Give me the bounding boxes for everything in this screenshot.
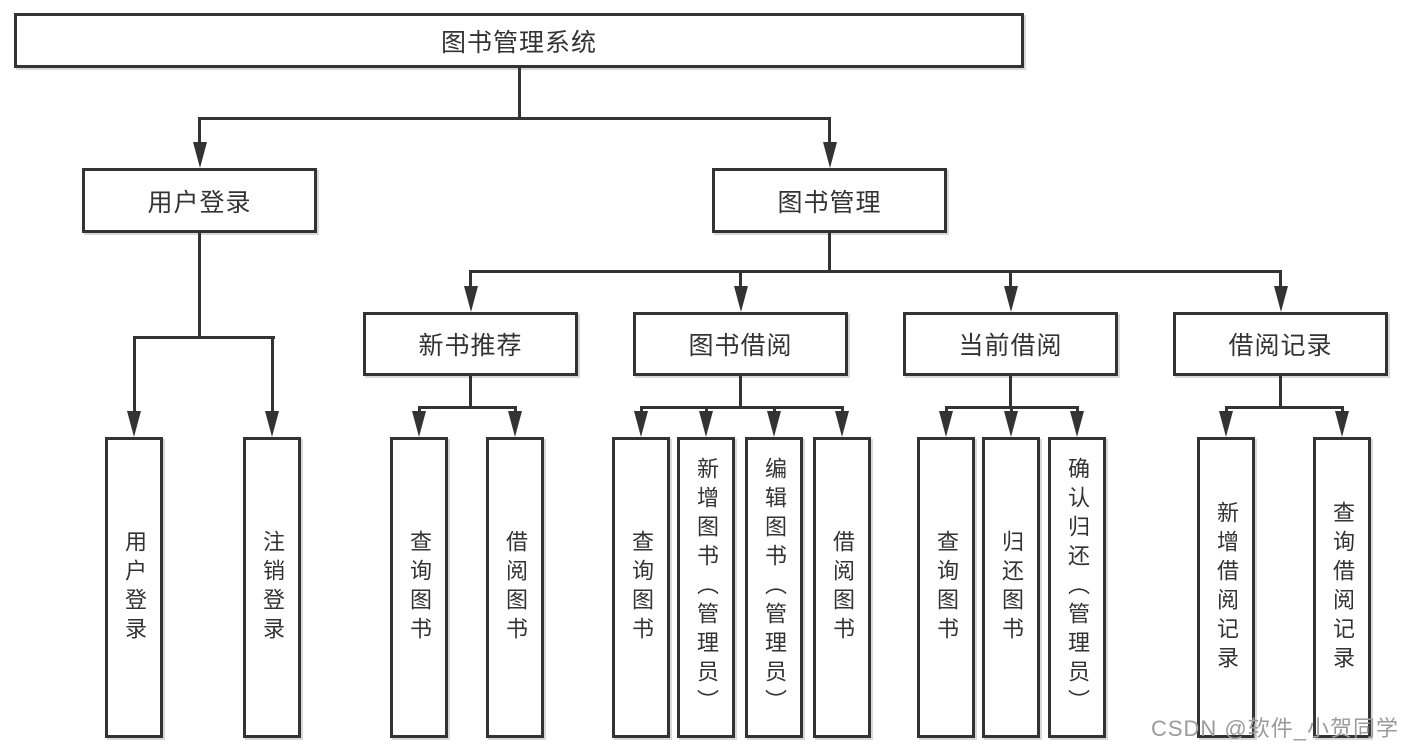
leaf-query-borrow-record: 查询借阅记录 (1313, 437, 1371, 738)
arrow-down-icon (939, 411, 953, 437)
leaf-confirm-return-admin: 确认归还（管理员） (1048, 437, 1106, 738)
connector-drop (840, 405, 844, 414)
leaf-query-borrow-record-label: 查询借阅记录 (1330, 500, 1355, 675)
connector-drop (1340, 405, 1344, 414)
arrow-down-icon (463, 286, 478, 312)
connector-userlogin-stem (198, 233, 201, 338)
arrow-down-icon (1335, 411, 1349, 437)
connector-bookmgmt-drop (828, 116, 831, 146)
node-root: 图书管理系统 (14, 13, 1024, 68)
connector-newbooks-stem (469, 376, 472, 407)
connector-leaf-logout-drop (270, 336, 274, 412)
arrow-down-icon (699, 411, 713, 437)
arrow-down-icon (1004, 411, 1018, 437)
connector-userlogin-branch (132, 336, 275, 339)
arrow-down-icon (1219, 411, 1233, 437)
connector-newbooks-drop (469, 270, 472, 288)
connector-borrowrecords-stem (1279, 376, 1282, 407)
leaf-edit-book-admin-label: 编辑图书（管理员） (762, 457, 787, 718)
connector-newbooks-branch (417, 405, 517, 409)
leaf-borrow-books-borrowing: 借阅图书 (813, 437, 871, 738)
node-current-borrowing: 当前借阅 (903, 312, 1118, 376)
connector-bookborrow-branch (639, 405, 844, 409)
connector-userlogin-drop (198, 116, 201, 146)
leaf-user-login-label: 用户登录 (122, 529, 147, 646)
arrow-down-icon (1070, 411, 1084, 437)
connector-borrowrecords-drop (1279, 270, 1282, 288)
leaf-query-books-borrowing: 查询图书 (612, 437, 670, 738)
leaf-edit-book-admin: 编辑图书（管理员） (745, 437, 803, 738)
connector-drop (417, 405, 421, 414)
connector-bookmgmt-branch (469, 270, 1282, 273)
arrow-down-icon (412, 411, 426, 437)
leaf-return-book-label: 归还图书 (999, 529, 1024, 646)
connector-drop (704, 405, 708, 414)
connector-root-stem (517, 68, 521, 118)
leaf-query-books-newbooks: 查询图书 (390, 437, 448, 738)
arrow-down-icon (508, 411, 522, 437)
arrow-down-icon (835, 411, 849, 437)
node-borrowing-records: 借阅记录 (1173, 312, 1388, 376)
node-user-login-label: 用户登录 (147, 188, 252, 217)
connector-drop (639, 405, 643, 414)
connector-root-branch (198, 116, 831, 120)
node-book-borrowing: 图书借阅 (633, 312, 848, 376)
arrow-down-icon (127, 411, 141, 437)
arrow-down-icon (265, 411, 279, 437)
connector-drop (1009, 405, 1013, 414)
node-borrowing-records-label: 借阅记录 (1228, 332, 1333, 360)
leaf-borrow-books-newbooks: 借阅图书 (486, 437, 544, 738)
csdn-watermark: CSDN @软件_小贺同学 (1150, 716, 1399, 741)
leaf-add-book-admin-label: 新增图书（管理员） (694, 457, 719, 718)
node-book-management-label: 图书管理 (777, 188, 882, 217)
arrow-down-icon (733, 286, 748, 312)
leaf-add-borrow-record: 新增借阅记录 (1197, 437, 1255, 738)
leaf-logout-label: 注销登录 (260, 529, 285, 646)
leaf-borrow-books-newbooks-label: 借阅图书 (503, 529, 528, 646)
leaf-borrow-books-borrowing-label: 借阅图书 (830, 529, 855, 646)
node-book-management: 图书管理 (712, 168, 947, 233)
connector-drop (1075, 405, 1079, 414)
connector-currentborrow-drop (1009, 270, 1012, 288)
leaf-add-book-admin: 新增图书（管理员） (677, 437, 735, 738)
node-new-books-label: 新书推荐 (418, 332, 523, 360)
connector-leaf-userlogin-drop (132, 336, 136, 412)
leaf-user-login: 用户登录 (105, 437, 163, 738)
leaf-query-books-current: 查询图书 (917, 437, 975, 738)
leaf-confirm-return-admin-label: 确认归还（管理员） (1065, 457, 1090, 718)
connector-bookmgmt-stem (828, 233, 831, 272)
connector-drop (1224, 405, 1228, 414)
connector-drop (513, 405, 517, 414)
connector-drop (944, 405, 948, 414)
connector-drop (772, 405, 776, 414)
arrow-down-icon (1003, 286, 1018, 312)
arrow-down-icon (1273, 286, 1288, 312)
node-user-login: 用户登录 (82, 168, 317, 233)
connector-currentborrow-stem (1009, 376, 1012, 407)
arrow-down-icon (822, 142, 837, 168)
node-root-label: 图书管理系统 (440, 28, 597, 57)
connector-bookborrow-drop (739, 270, 742, 288)
connector-borrowrecords-branch (1224, 405, 1344, 409)
leaf-query-books-newbooks-label: 查询图书 (407, 529, 432, 646)
node-current-borrowing-label: 当前借阅 (958, 332, 1063, 360)
connector-bookborrow-stem (739, 376, 742, 407)
node-new-books: 新书推荐 (363, 312, 578, 376)
arrow-down-icon (634, 411, 648, 437)
node-book-borrowing-label: 图书借阅 (688, 332, 793, 360)
arrow-down-icon (767, 411, 781, 437)
leaf-return-book: 归还图书 (982, 437, 1040, 738)
arrow-down-icon (192, 142, 207, 168)
leaf-query-books-current-label: 查询图书 (934, 529, 959, 646)
leaf-logout: 注销登录 (243, 437, 301, 738)
leaf-add-borrow-record-label: 新增借阅记录 (1214, 500, 1239, 675)
leaf-query-books-borrowing-label: 查询图书 (629, 529, 654, 646)
